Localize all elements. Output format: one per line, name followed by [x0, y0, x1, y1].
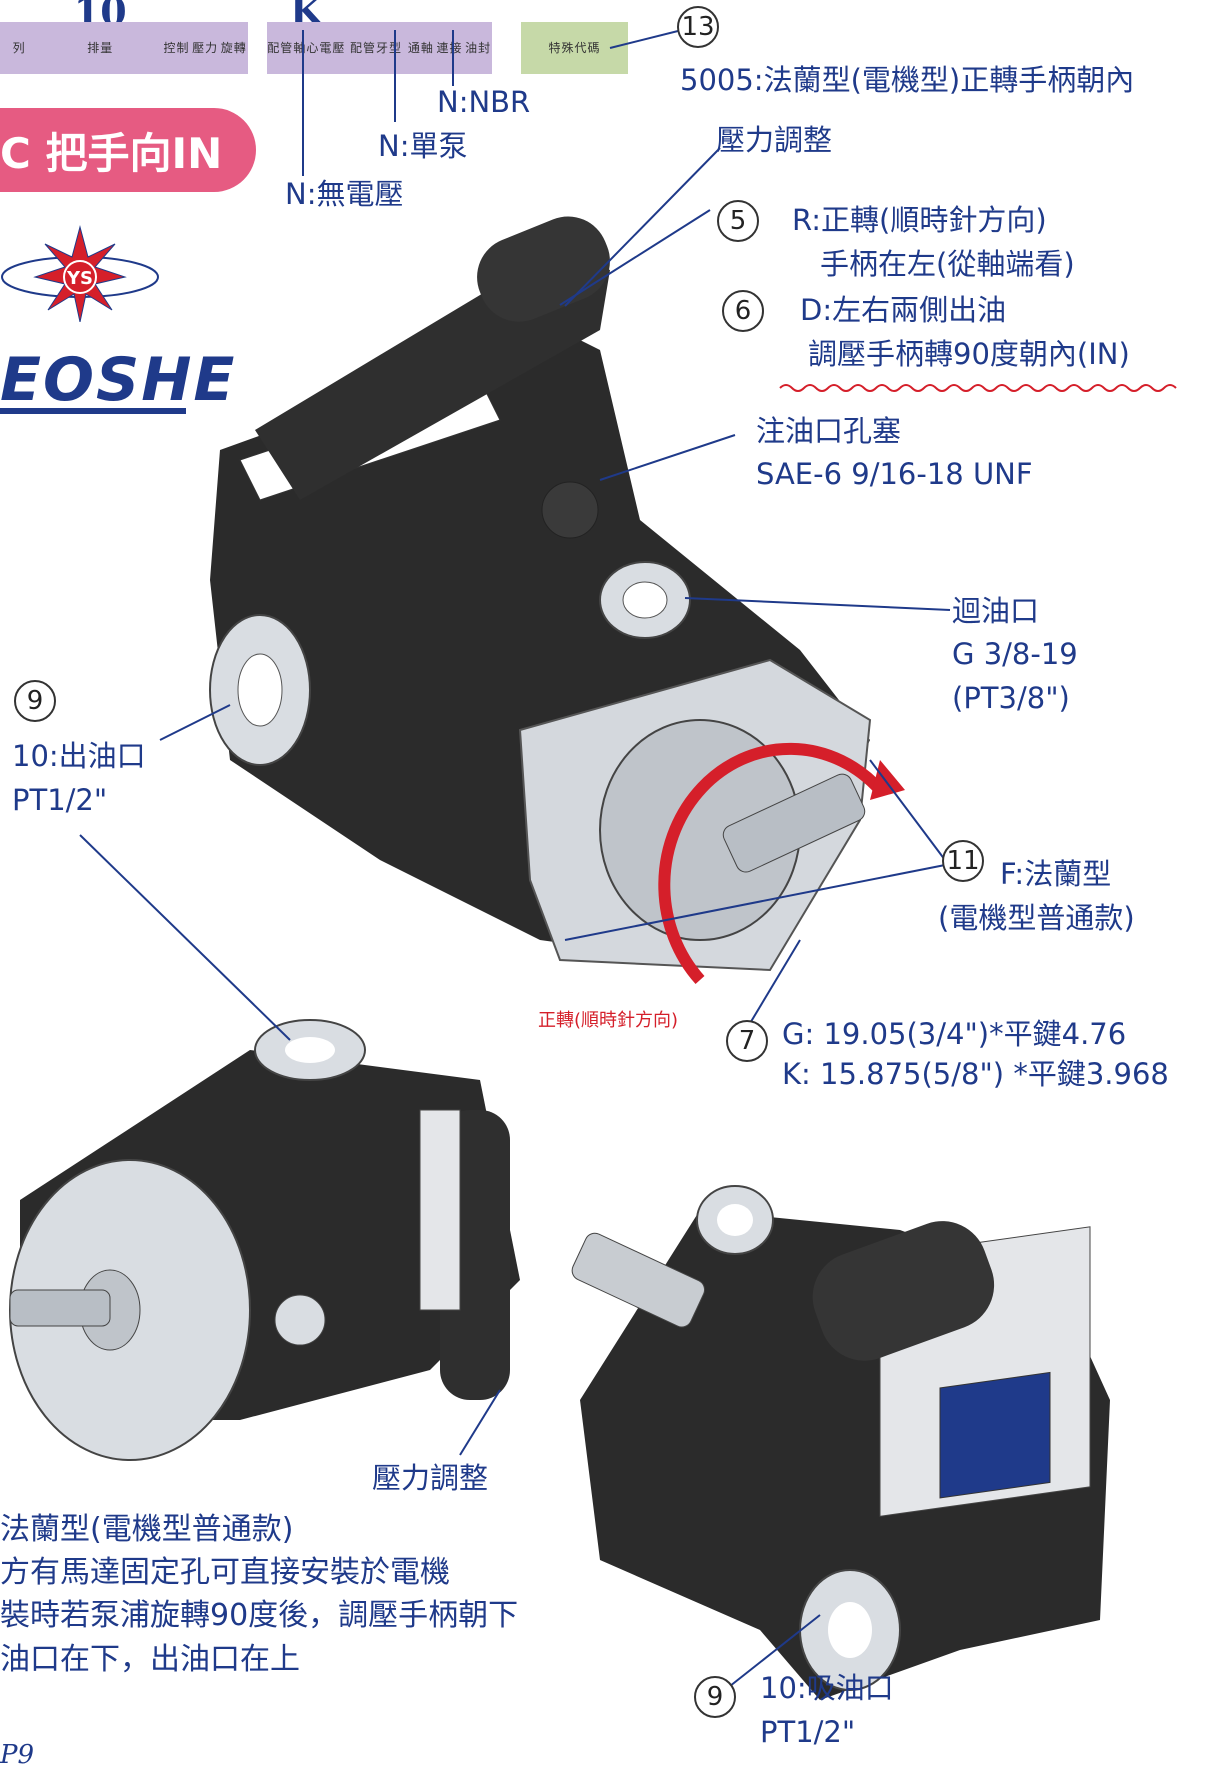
seal-nbr-label: N:NBR	[437, 85, 531, 119]
return-port-line1: 迴油口	[952, 594, 1040, 628]
code-label-piping: 配管	[267, 41, 294, 55]
callout-5-line1: R:正轉(順時針方向)	[792, 203, 1047, 237]
return-port-line2: G 3/8-19	[952, 637, 1078, 671]
fill-plug-line2: SAE-6 9/16-18 UNF	[756, 457, 1033, 491]
no-voltage-label: N:無電壓	[285, 177, 404, 211]
callout-7-badge: 7	[726, 1020, 768, 1062]
callout-9-bottom-badge: 9	[694, 1676, 736, 1718]
main-pump-image	[209, 216, 905, 985]
code-label-seal: 油封	[465, 41, 492, 55]
bottom-left-pump-image	[9, 1019, 520, 1461]
brand-logo-icon: YS	[1, 225, 159, 322]
brand-badge-text: YS	[66, 268, 93, 289]
fill-plug-line1: 注油口孔塞	[756, 414, 902, 448]
outlet-port-line1: 10:出油口	[12, 739, 146, 773]
page-number: P9	[0, 1740, 35, 1770]
leader-lines	[79, 27, 951, 1691]
code-label-voltage: 電壓	[319, 41, 346, 55]
code-label-thread: 配管牙型	[350, 41, 403, 55]
pressure-adjust-top-label: 壓力調整	[716, 123, 833, 157]
callout-7-line2: K: 15.875(5/8") *平鍵3.968	[782, 1057, 1169, 1091]
note-line-2: 方有馬達固定孔可直接安裝於電機	[0, 1555, 450, 1591]
code-label-control: 控制	[163, 41, 190, 55]
rotation-direction-label: 正轉(順時針方向)	[538, 1010, 679, 1031]
code-label-rotation: 旋轉	[220, 41, 247, 55]
code-label-through-shaft: 通軸	[407, 41, 434, 55]
callout-9-top-badge: 9	[14, 680, 56, 722]
callout-6-line1: D:左右兩側出油	[800, 293, 1007, 327]
return-port-line3: (PT3/8")	[952, 681, 1070, 715]
callout-11-line2: (電機型普通款)	[938, 901, 1135, 935]
inlet-port-line1: 10:吸油口	[760, 1671, 894, 1705]
code-label-pressure: 壓力	[192, 41, 219, 55]
single-pump-label: N:單泵	[378, 129, 468, 163]
pressure-adjust-bottom-label: 壓力調整	[372, 1461, 489, 1495]
code-label-special: 特殊代碼	[548, 41, 601, 55]
orientation-pill: C 把手向IN	[0, 108, 256, 192]
code-label-connect: 連接	[436, 41, 463, 55]
inlet-port-line2: PT1/2"	[760, 1715, 856, 1749]
callout-11-badge: 11	[942, 840, 984, 882]
installation-note: 法蘭型(電機型普通款) 方有馬達固定孔可直接安裝於電機 裝時若泵浦旋轉90度後，…	[0, 1508, 518, 1681]
callout-7-line1: G: 19.05(3/4")*平鍵4.76	[782, 1017, 1127, 1051]
model-code-table: 列 10 排量 控制 壓力 旋轉 K 配管 軸心 電壓 配管牙型 通軸 連接 油…	[0, 0, 628, 74]
note-line-4: 油口在下，出油口在上	[0, 1641, 300, 1677]
callout-13-text: 5005:法蘭型(電機型)正轉手柄朝內	[680, 63, 1135, 97]
outlet-port-line2: PT1/2"	[12, 783, 108, 817]
callout-5-badge: 5	[717, 200, 759, 242]
bottom-right-pump-image	[571, 1185, 1110, 1700]
note-line-1: 法蘭型(電機型普通款)	[0, 1512, 294, 1547]
callout-6-line2: 調壓手柄轉90度朝內(IN)	[808, 337, 1130, 371]
callout-6-badge: 6	[722, 290, 764, 332]
callout-5-line2: 手柄在左(從軸端看)	[820, 247, 1075, 281]
note-line-3: 裝時若泵浦旋轉90度後，調壓手柄朝下	[0, 1598, 519, 1634]
callout-11-line1: F:法蘭型	[1000, 857, 1112, 891]
callout-13-badge: 13	[677, 6, 719, 48]
brand-underline	[0, 408, 186, 414]
wavy-underline	[779, 384, 1177, 392]
code-label-shaft: 軸心	[293, 41, 320, 55]
code-label-displacement: 排量	[87, 41, 114, 55]
brand-name: EOSHE	[0, 345, 237, 415]
code-label-series: 列	[12, 41, 26, 55]
